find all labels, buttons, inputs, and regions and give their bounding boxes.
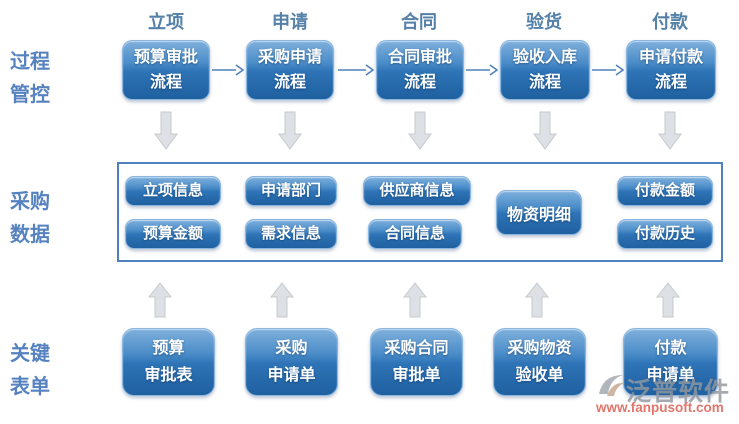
form-node-purchase-request-form: 采购 申请单 bbox=[245, 328, 338, 396]
lane-label-process-control: 过程 管控 bbox=[10, 46, 82, 112]
node-label-line: 审批表 bbox=[144, 367, 193, 384]
node-label-line: 流程 bbox=[654, 74, 687, 91]
fanpu-logo-icon bbox=[599, 375, 624, 396]
node-label-line: 申请单 bbox=[646, 367, 695, 384]
form-node-material-receipt-form: 采购物资 验收单 bbox=[493, 328, 586, 396]
flow-arrow-right-icon bbox=[212, 64, 244, 76]
flow-arrow-right-icon bbox=[466, 64, 498, 76]
arrow-down-icon bbox=[278, 111, 302, 150]
node-label-line: 流程 bbox=[149, 74, 182, 91]
data-node-payment-history: 付款历史 bbox=[617, 219, 713, 249]
node-label-line: 验收入库 bbox=[512, 49, 577, 66]
process-node-contract-approval: 合同审批 流程 bbox=[376, 40, 464, 100]
data-node-payment-amount: 付款金额 bbox=[617, 176, 713, 206]
node-label-line: 申请付款 bbox=[638, 49, 703, 66]
node-label-line: 申请单 bbox=[267, 367, 316, 384]
process-node-receive-inbound: 验收入库 流程 bbox=[500, 40, 590, 100]
node-label-line: 流程 bbox=[273, 74, 306, 91]
lane-label-line: 管控 bbox=[10, 84, 50, 106]
stage-header-contract: 合同 bbox=[401, 12, 437, 32]
arrow-up-icon bbox=[656, 282, 680, 318]
lane-label-key-forms: 关键 表单 bbox=[10, 338, 82, 404]
lane-label-line: 采购 bbox=[10, 191, 50, 213]
form-node-budget-approval-form: 预算 审批表 bbox=[122, 328, 215, 396]
process-node-purchase-request: 采购申请 流程 bbox=[246, 40, 334, 100]
node-label-line: 预算审批 bbox=[133, 49, 198, 66]
arrow-down-icon bbox=[533, 111, 557, 150]
watermark-url-text: www.fanpusoft.com bbox=[596, 400, 724, 415]
arrow-up-icon bbox=[403, 282, 427, 318]
lane-label-line: 表单 bbox=[10, 376, 50, 398]
node-label-line: 付款 bbox=[654, 340, 687, 357]
arrow-down-icon bbox=[658, 111, 682, 150]
node-label-line: 流程 bbox=[528, 74, 561, 91]
node-label-line: 合同审批 bbox=[387, 49, 452, 66]
stage-header-request: 申请 bbox=[272, 12, 308, 32]
arrow-down-icon bbox=[154, 111, 178, 150]
form-node-contract-approval-form: 采购合同 审批单 bbox=[370, 328, 463, 396]
arrow-up-icon bbox=[270, 282, 294, 318]
arrow-up-icon bbox=[148, 282, 172, 318]
flow-arrow-right-icon bbox=[592, 64, 624, 76]
process-node-budget-approval: 预算审批 流程 bbox=[122, 40, 210, 100]
watermark-brand-text: 泛普软件 bbox=[626, 378, 731, 406]
node-label-line: 采购合同 bbox=[384, 340, 449, 357]
node-label-line: 预算 bbox=[152, 340, 185, 357]
lane-label-line: 关键 bbox=[10, 343, 50, 365]
flow-arrow-right-icon bbox=[338, 64, 374, 76]
data-node-demand-info: 需求信息 bbox=[245, 219, 337, 249]
data-node-material-detail: 物资明细 bbox=[496, 190, 582, 235]
data-node-supplier-info: 供应商信息 bbox=[363, 176, 471, 206]
node-label-line: 采购 bbox=[275, 340, 308, 357]
node-label-line: 流程 bbox=[403, 74, 436, 91]
data-node-request-dept: 申请部门 bbox=[245, 176, 337, 206]
lane-label-line: 数据 bbox=[10, 224, 50, 246]
stage-header-inspect: 验货 bbox=[526, 12, 562, 32]
lane-label-purchase-data: 采购 数据 bbox=[10, 186, 82, 252]
stage-header-payment: 付款 bbox=[652, 12, 688, 32]
data-node-project-info: 立项信息 bbox=[125, 176, 221, 206]
arrow-down-icon bbox=[408, 111, 432, 150]
lane-label-line: 过程 bbox=[10, 51, 50, 73]
process-node-payment-request: 申请付款 流程 bbox=[626, 40, 716, 100]
node-label-line: 验收单 bbox=[515, 367, 564, 384]
arrow-up-icon bbox=[525, 282, 549, 318]
node-label-line: 采购申请 bbox=[257, 49, 322, 66]
node-label-line: 采购物资 bbox=[507, 340, 572, 357]
data-node-contract-info: 合同信息 bbox=[368, 219, 462, 249]
form-node-payment-request-form: 付款 申请单 bbox=[623, 328, 718, 396]
data-node-budget-amount: 预算金额 bbox=[125, 219, 221, 249]
stage-header-project: 立项 bbox=[148, 12, 184, 32]
node-label-line: 审批单 bbox=[392, 367, 441, 384]
watermark: 泛普软件 www.fanpusoft.com bbox=[596, 366, 739, 420]
